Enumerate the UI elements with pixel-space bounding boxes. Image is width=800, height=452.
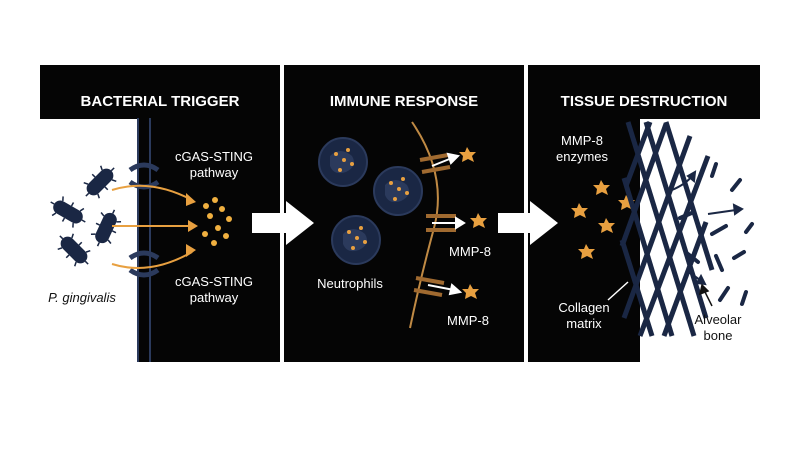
collagen-pointer [607,281,629,301]
membrane-channel [426,214,456,232]
star-burst-icon [462,284,479,299]
collagen-matrix [619,121,715,337]
bone-pointer [698,283,713,307]
star-burst-icon [571,203,588,218]
star-burst-icon [459,147,476,162]
neutrophil-cell-icon [318,137,368,187]
panel-title-immune-response: IMMUNE RESPONSE [330,93,478,110]
panel-tissue-destruction-header [528,65,760,119]
star-burst-icon [598,218,615,233]
panel-bacterial-trigger-header [40,65,280,119]
panel-title-tissue-destruction: TISSUE DESTRUCTION [561,93,728,110]
mmp8-label-mid: MMP-8 [449,244,491,259]
rod-bacterium-icon [57,233,91,267]
signal-arrowheads [186,193,198,257]
bone-arrows [671,170,744,286]
rod-bacterium-icon [90,209,122,247]
panel-title-bacterial-trigger: BACTERIAL TRIGGER [81,93,240,110]
block-arrow-icon [498,201,558,245]
mmp8-label-low: MMP-8 [447,313,489,328]
neutrophil-cell-icon [373,166,423,216]
membrane-channel [413,276,445,297]
star-burst-icon [578,244,595,259]
bone-fragments [678,162,754,306]
enzymes-label-line1: MMP-8 [561,133,603,148]
membrane-receptor-bottom [128,250,160,278]
bone-label-line1: Alveolar [695,312,743,327]
cell-membrane [137,118,151,362]
panel-bacterial-trigger-body [138,118,280,362]
collagen-label-line2: matrix [566,316,602,331]
pathway-label-bottom-line1: cGAS-STING [175,274,253,289]
membrane-receptor-top [128,162,160,190]
rod-bacterium-icon [83,165,117,199]
star-burst-icon [593,180,610,195]
pathway-label-top-line1: cGAS-STING [175,149,253,164]
neutrophil-cell-icon [331,215,381,265]
release-arrows [427,152,466,296]
collagen-label-line1: Collagen [558,300,609,315]
signal-arrows [111,184,193,269]
pathway-label-bottom-line2: pathway [190,290,239,305]
enzymes-label-line2: enzymes [556,149,609,164]
cgas-signal-cluster [202,197,232,246]
star-burst-icon [470,213,487,228]
rod-bacterium-icon [50,196,86,228]
neutrophils-label: Neutrophils [317,276,383,291]
panel-tissue-destruction-body [528,118,640,362]
bacteria-label: P. gingivalis [48,290,116,305]
bone-label-line2: bone [704,328,733,343]
block-arrow-icon [252,201,314,245]
membrane-channel [419,153,451,174]
pathway-label-top-line2: pathway [190,165,239,180]
